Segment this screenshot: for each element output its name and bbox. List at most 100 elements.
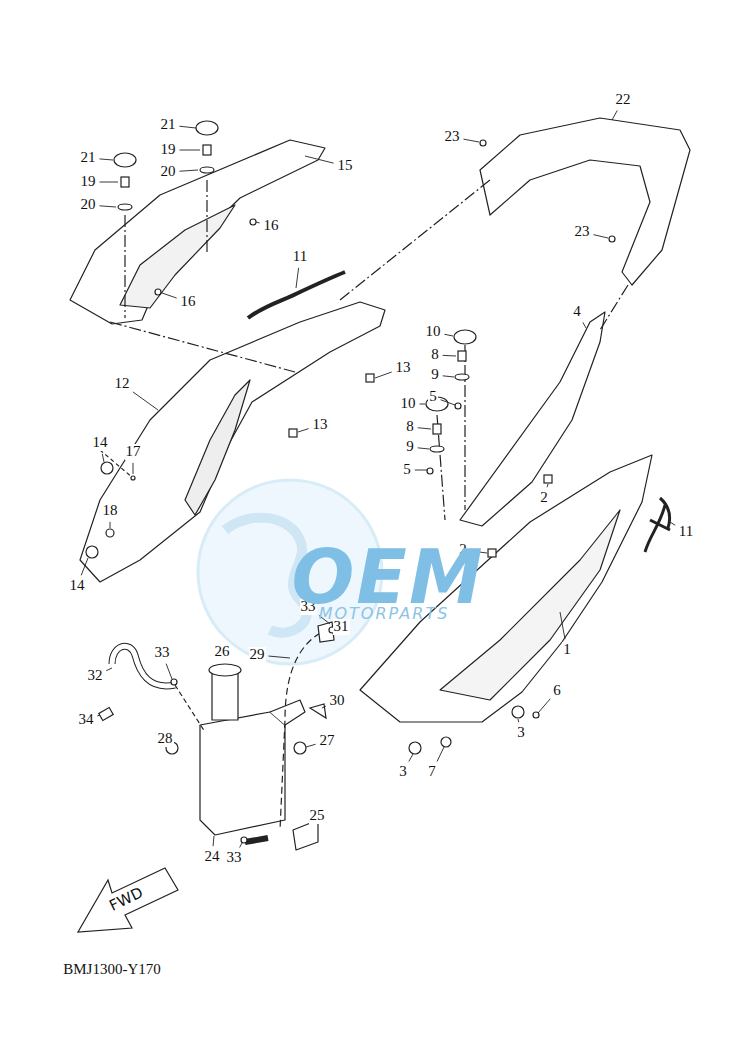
callout-number: 12 xyxy=(114,376,131,392)
leader-line xyxy=(179,170,198,171)
leader-line xyxy=(518,719,520,722)
leader-line xyxy=(538,699,550,713)
callout-number: 10 xyxy=(400,396,417,412)
callout-number: 5 xyxy=(428,389,438,405)
decal xyxy=(248,272,345,318)
leader-line xyxy=(560,612,565,639)
leader-line xyxy=(305,156,334,163)
callout-number: 20 xyxy=(160,164,177,180)
callout-number: 13 xyxy=(312,417,329,433)
callout-number: 17 xyxy=(125,444,142,460)
leader-line xyxy=(612,111,617,120)
leader-line xyxy=(106,668,112,671)
callout-number: 16 xyxy=(263,218,280,234)
leader-line xyxy=(444,334,453,336)
leader-line xyxy=(322,706,326,708)
decal xyxy=(645,498,670,552)
leader-line xyxy=(415,470,427,471)
alignment-line xyxy=(124,215,125,318)
leader-line xyxy=(583,322,586,328)
leader-line xyxy=(443,355,456,357)
leader-line xyxy=(418,448,429,449)
leader-line xyxy=(162,293,177,298)
callout-number: 3 xyxy=(516,725,526,741)
leader-dash xyxy=(175,685,205,732)
tank-cap xyxy=(209,664,241,676)
leader-line xyxy=(268,656,290,658)
callout-number: 13 xyxy=(395,360,412,376)
leader-line xyxy=(256,222,260,224)
protector-sheet xyxy=(293,820,318,850)
leader-line xyxy=(418,428,431,429)
leader-line xyxy=(240,843,242,847)
leader-line xyxy=(180,150,201,151)
callout-number: 20 xyxy=(80,197,97,213)
leader-line xyxy=(102,454,104,462)
callout-number: 27 xyxy=(319,733,336,749)
callout-number: 23 xyxy=(574,224,591,240)
leader-line xyxy=(409,754,413,762)
callout-number: 11 xyxy=(292,249,308,265)
leader-line xyxy=(296,268,299,288)
cover-inner xyxy=(185,380,250,515)
callout-number: 8 xyxy=(405,419,415,435)
callout-number: 16 xyxy=(180,294,197,310)
callout-number: 23 xyxy=(444,129,461,145)
callout-number: 1 xyxy=(562,642,572,658)
leader-line xyxy=(443,376,454,377)
alignment-line xyxy=(110,322,295,372)
callout-number: 30 xyxy=(329,693,346,709)
callout-number: 29 xyxy=(249,647,266,663)
hose-29 xyxy=(280,628,330,830)
callout-number: 32 xyxy=(87,668,104,684)
leader-line xyxy=(133,392,158,410)
callout-number: 14 xyxy=(92,435,109,451)
leader-line xyxy=(547,484,549,487)
alignment-line xyxy=(600,285,628,330)
callout-number: 33 xyxy=(226,850,243,866)
leader-line xyxy=(298,429,309,432)
callout-number: 19 xyxy=(160,142,177,158)
callout-number: 33 xyxy=(154,645,171,661)
leader-line xyxy=(306,744,316,747)
tank-bracket xyxy=(270,700,305,725)
callout-number: 21 xyxy=(80,150,97,166)
callout-number: 6 xyxy=(552,683,562,699)
leader-line xyxy=(133,463,134,474)
leader-line xyxy=(375,372,392,378)
callout-number: 4 xyxy=(572,304,582,320)
callout-number: 22 xyxy=(615,92,632,108)
leader-line xyxy=(179,126,196,128)
callout-number: 21 xyxy=(160,117,177,133)
alignment-line xyxy=(464,345,465,510)
leader-line xyxy=(110,522,111,528)
leader-line xyxy=(437,747,444,761)
callout-number: 28 xyxy=(157,731,174,747)
alignment-line xyxy=(206,180,207,255)
leader-line xyxy=(420,404,426,405)
hose-end xyxy=(245,838,268,842)
leader-line xyxy=(441,400,455,405)
leader-line xyxy=(100,182,119,183)
leader-line xyxy=(99,206,116,207)
callout-number: 24 xyxy=(204,849,221,865)
leader-line xyxy=(99,159,113,160)
callout-number: 15 xyxy=(337,158,354,174)
callout-number: 19 xyxy=(80,174,97,190)
leader-line xyxy=(166,664,172,679)
callout-number: 9 xyxy=(430,367,440,383)
cover-opening xyxy=(120,205,235,308)
callout-number: 14 xyxy=(69,578,86,594)
callout-number: 8 xyxy=(430,347,440,363)
callout-number: 2 xyxy=(539,490,549,506)
callout-number: 18 xyxy=(102,503,119,519)
callout-number: 34 xyxy=(78,712,95,728)
watermark: MOTORPARTS xyxy=(318,606,451,623)
leader-line xyxy=(213,836,215,846)
leader-line xyxy=(463,139,479,142)
callout-number: 9 xyxy=(405,439,415,455)
callout-number: 26 xyxy=(214,644,231,660)
